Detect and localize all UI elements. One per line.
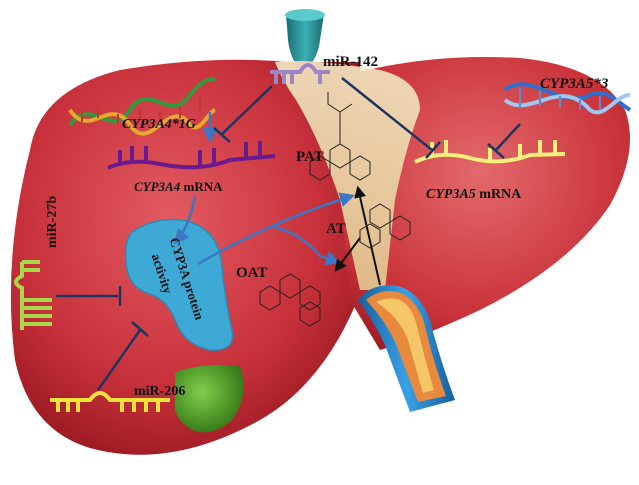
cyp3a5-mrna-gene: CYP3A5 [426,187,476,202]
cyp3a4-1g-label: CYP3A4*1G [122,118,196,132]
mir142-label: miR-142 [323,55,378,70]
at-label: AT [326,222,346,237]
cyp3a4-mrna-suffix: mRNA [180,179,222,194]
cyp3a5-mrna-label: CYP3A5 mRNA [426,188,521,202]
pat-label: PAT [296,150,324,165]
cyp3a4-mrna-gene: CYP3A4 [134,179,180,194]
cyp3a5-mrna-suffix: mRNA [476,187,522,202]
cyp3a4-mrna-label: CYP3A4 mRNA [134,180,222,193]
oat-label: OAT [236,266,267,281]
mir206-label: miR-206 [134,385,185,399]
cyp3a5-3-label: CYP3A5*3 [540,77,608,92]
mir27b-label: miR-27b [46,196,60,248]
